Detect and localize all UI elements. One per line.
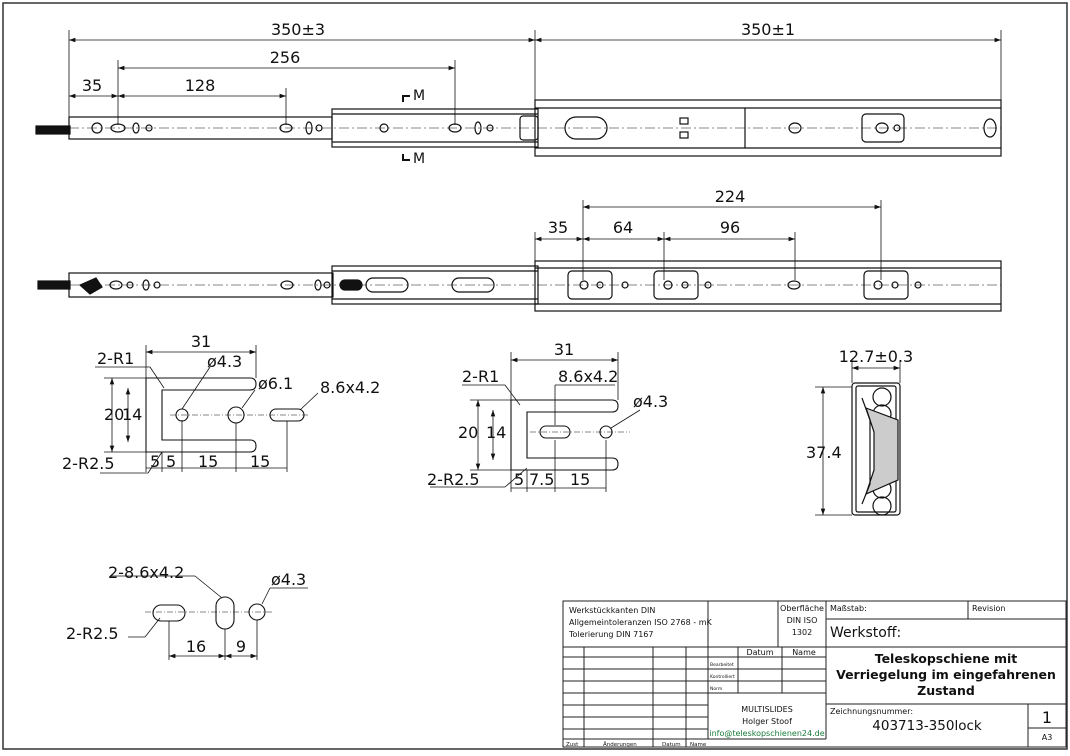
detail-a-20: 20: [104, 405, 124, 424]
detail-b-dimensions: [430, 352, 641, 492]
detail-b-31: 31: [554, 340, 574, 359]
section-mark-top: M: [413, 88, 425, 104]
section-mark-bottom: M: [413, 151, 425, 167]
dim-350-1: 350±1: [741, 20, 795, 39]
row-label-2: Kontrolliert: [710, 674, 735, 680]
sheet-number: 1: [1042, 708, 1052, 727]
bottom-view-dimensions: [534, 200, 882, 280]
detail-c-16: 16: [186, 637, 206, 656]
detail-a-5a: 5: [150, 452, 160, 471]
dim-256: 256: [270, 48, 301, 67]
detail-a-r1: 2-R1: [97, 349, 134, 368]
section-width: 12.7±0.3: [839, 347, 913, 366]
detail-a-hole61: ø6.1: [258, 374, 293, 393]
title-block: [562, 600, 1067, 748]
revision-label: Revision: [972, 604, 1005, 613]
title-line-3: Zustand: [917, 683, 975, 698]
detail-b-15: 15: [570, 470, 590, 489]
dim-224: 224: [715, 187, 746, 206]
detail-a-15a: 15: [198, 452, 218, 471]
scale-label: Maßstab:: [830, 604, 867, 613]
detail-a-31: 31: [191, 332, 211, 351]
detail-b-75: 7.5: [529, 470, 554, 489]
dim-35-top: 35: [82, 76, 102, 95]
col-datum: Datum: [746, 648, 773, 657]
detail-b-r1: 2-R1: [462, 367, 499, 386]
detail-a-r25: 2-R2.5: [62, 454, 115, 473]
dim-350-3: 350±3: [271, 20, 325, 39]
detail-c-holes: [145, 596, 272, 630]
sheet-format: A3: [1042, 733, 1053, 742]
footer-zust: Zust: [566, 742, 579, 748]
section-height: 37.4: [806, 443, 842, 462]
detail-c-r25: 2-R2.5: [66, 624, 119, 643]
title-line-2: Verriegelung im eingefahrenen: [836, 667, 1056, 682]
bottom-view-rail: [37, 260, 1002, 312]
drawing-number: 403713-350lock: [872, 718, 982, 734]
person-name: Holger Stoof: [742, 717, 792, 726]
detail-a-slot: 8.6x4.2: [320, 378, 380, 397]
top-view-rail: [35, 95, 1002, 161]
detail-a-hole43: ø4.3: [207, 352, 242, 371]
section-view-dimensions: [815, 360, 901, 516]
detail-a-15b: 15: [250, 452, 270, 471]
footer-aenderungen: Änderungen: [603, 741, 637, 748]
detail-a-dimensions: [95, 345, 319, 474]
detail-a-5b: 5: [166, 452, 176, 471]
company-name: MULTISLIDES: [741, 705, 793, 714]
surface-line-1: Oberfläche: [780, 604, 824, 613]
dim-96: 96: [720, 218, 740, 237]
dim-35-bottom: 35: [548, 218, 568, 237]
email-link[interactable]: info@teleskopschienen24.de: [709, 729, 824, 738]
detail-b-hole43: ø4.3: [633, 392, 668, 411]
detail-b-20: 20: [458, 423, 478, 442]
drawing-number-label: Zeichnungsnummer:: [830, 707, 913, 716]
top-view-dimensions: [68, 30, 1002, 125]
detail-b-14: 14: [486, 423, 506, 442]
col-name: Name: [792, 648, 816, 657]
dim-128: 128: [185, 76, 216, 95]
detail-a-bracket: [145, 377, 310, 453]
row-label-1: Bearbeitet: [710, 662, 734, 668]
dim-64: 64: [613, 218, 633, 237]
material-label: Werkstoff:: [830, 625, 901, 641]
detail-a-14: 14: [122, 405, 142, 424]
section-view-profile: [851, 382, 901, 516]
detail-c-slot: 2-8.6x4.2: [108, 563, 184, 582]
detail-b-bracket: [510, 399, 630, 471]
detail-b-r25: 2-R2.5: [427, 470, 480, 489]
title-note-3: Tolerierung DIN 7167: [568, 630, 653, 639]
detail-b-5: 5: [514, 470, 524, 489]
title-note-2: Allgemeintoleranzen ISO 2768 - mK: [569, 618, 713, 627]
surface-line-2: DIN ISO: [787, 616, 818, 625]
row-label-3: Norm: [710, 686, 722, 692]
detail-b-slot: 8.6x4.2: [558, 367, 618, 386]
detail-c-dimensions: [110, 575, 308, 660]
footer-datum: Datum: [662, 742, 681, 748]
detail-c-hole43: ø4.3: [271, 570, 306, 589]
rail-end-cable: [35, 125, 71, 135]
detail-c-9: 9: [236, 637, 246, 656]
title-note-1: Werkstückkanten DIN: [569, 606, 655, 615]
footer-name: Name: [690, 742, 707, 748]
title-line-1: Teleskopschiene mit: [875, 651, 1018, 666]
surface-line-3: 1302: [792, 628, 812, 637]
